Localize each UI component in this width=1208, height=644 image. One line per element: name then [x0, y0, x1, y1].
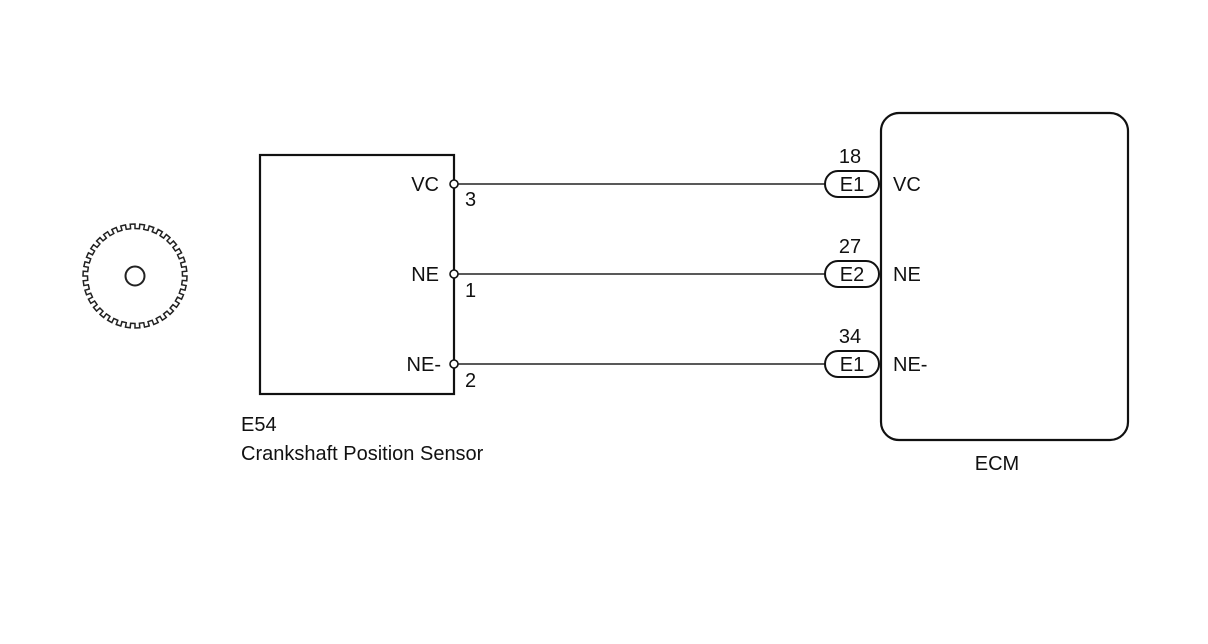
- ecm-pin-number-vc: 18: [839, 146, 861, 168]
- ecm-pin-number-ne-minus: 34: [839, 326, 861, 348]
- ecm-connector-vc: [824, 170, 880, 198]
- ecm-connector-label-vc: E1: [840, 174, 864, 196]
- ecm-label: ECM: [975, 453, 1019, 475]
- sensor-pin-vc: [449, 179, 459, 189]
- sensor-name: Crankshaft Position Sensor: [241, 443, 484, 465]
- ecm-signal-ne: NE: [893, 264, 921, 286]
- sensor-signal-ne: NE: [411, 264, 439, 286]
- ecm-connector-ne-minus: [824, 350, 880, 378]
- sensor-pin-ne: [449, 269, 459, 279]
- sensor-pin-number-ne: 1: [465, 280, 476, 302]
- ecm-connector-ne: [824, 260, 880, 288]
- sensor-pin-number-vc: 3: [465, 189, 476, 211]
- sensor-pin-ne-minus: [449, 359, 459, 369]
- sensor-box: [258, 153, 456, 396]
- timing-rotor-icon: [82, 223, 188, 329]
- ecm-signal-vc: VC: [893, 174, 921, 196]
- ecm-pin-number-ne: 27: [839, 236, 861, 258]
- ecm-connector-label-ne: E2: [840, 264, 864, 286]
- ecm-box: [879, 111, 1130, 442]
- timing-rotor-hub: [124, 265, 146, 287]
- sensor-signal-ne-minus: NE-: [407, 354, 441, 376]
- ecm-connector-label-ne-minus: E1: [840, 354, 864, 376]
- sensor-pin-number-ne-minus: 2: [465, 370, 476, 392]
- sensor-code: E54: [241, 414, 277, 436]
- sensor-signal-vc: VC: [411, 174, 439, 196]
- ecm-signal-ne-minus: NE-: [893, 354, 927, 376]
